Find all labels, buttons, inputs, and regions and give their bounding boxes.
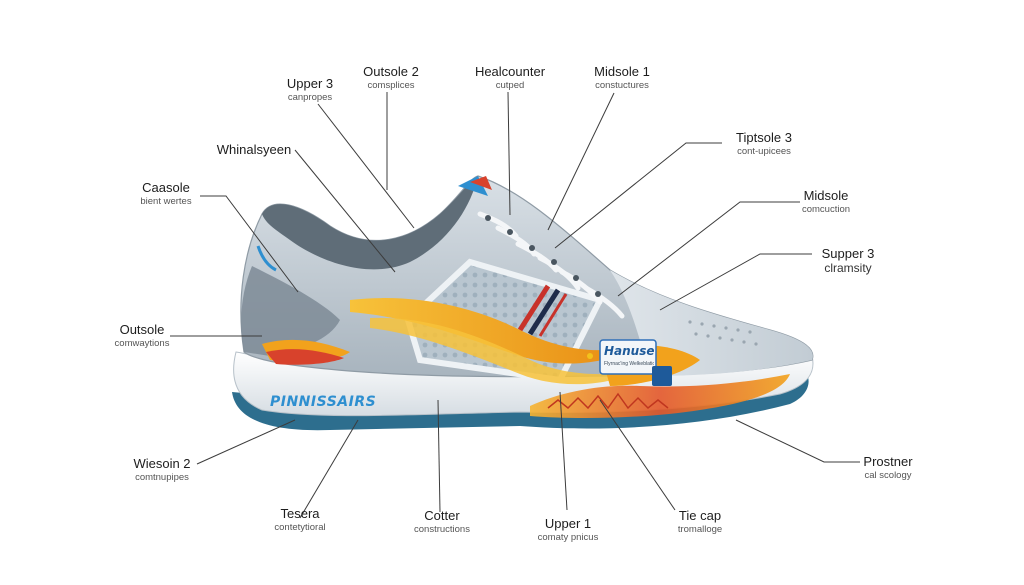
callout-tesera: Tesera contetytioral xyxy=(252,506,348,534)
leader-wiesoin-2 xyxy=(196,419,296,465)
callout-title: Tie cap xyxy=(678,508,722,523)
brand-tag-text: Hanuse xyxy=(604,344,655,358)
leader-caasole xyxy=(200,195,299,293)
callout-subtitle: cutped xyxy=(495,80,525,91)
callout-cotter: Cotter constructions xyxy=(394,508,490,536)
callout-subtitle: contetytioral xyxy=(274,522,326,533)
callout-title: Healcounter xyxy=(474,64,546,79)
leader-tiptsole-3 xyxy=(554,142,722,249)
leader-midsole xyxy=(617,201,800,297)
midsole-cushion-layer xyxy=(530,374,790,418)
callout-subtitle: canpropes xyxy=(287,92,333,103)
toe-perforations xyxy=(688,320,758,346)
callout-prostner: Prostner cal scology xyxy=(840,454,936,482)
midsole-brand-text: PINNISSAIRS xyxy=(270,394,377,410)
leader-supper-3 xyxy=(659,253,812,311)
callout-subtitle: tromalloge xyxy=(677,524,723,535)
callout-whinalsyeen: Whinalsyeen xyxy=(206,142,302,157)
callout-title: Supper 3 xyxy=(821,246,875,261)
callout-outsole: Outsole comwaytions xyxy=(94,322,190,350)
callout-title: Tesera xyxy=(280,506,320,521)
callout-subtitle: constuctures xyxy=(595,80,649,91)
leader-healcounter xyxy=(507,91,511,216)
callout-subtitle: comsplices xyxy=(367,80,415,91)
callout-supper-3: Supper 3 clramsity xyxy=(798,246,898,274)
callout-midsole: Midsole comcuction xyxy=(778,188,874,216)
leader-prostner xyxy=(735,419,860,463)
callout-tie-cap: Tie cap tromalloge xyxy=(652,508,748,536)
leader-upper-1 xyxy=(559,391,568,511)
callout-title: Whinalsyeen xyxy=(216,142,292,157)
callout-title: Outsole xyxy=(119,322,165,337)
callout-title: Midsole 1 xyxy=(594,64,650,79)
callout-subtitle: cal scology xyxy=(864,470,912,481)
callout-title: Upper 1 xyxy=(544,516,592,531)
callout-subtitle: comaty pnicus xyxy=(537,532,599,543)
callout-title: Prostner xyxy=(863,454,913,469)
collar-shape xyxy=(262,176,478,270)
callout-subtitle: constructions xyxy=(414,524,470,535)
callout-subtitle: comcuction xyxy=(801,204,851,215)
callout-upper-1: Upper 1 comaty pnicus xyxy=(520,516,616,544)
brand-tag-subtext: Flyrnac'ing Welkeblation xyxy=(604,361,654,367)
callout-subtitle: clramsity xyxy=(824,261,872,275)
callout-midsole-1: Midsole 1 constuctures xyxy=(574,64,670,92)
callout-title: Cotter xyxy=(424,508,460,523)
leader-tie-cap xyxy=(599,399,676,511)
callout-title: Outsole 2 xyxy=(363,64,419,79)
leader-whinalsyeen xyxy=(294,149,396,273)
callout-title: Midsole xyxy=(803,188,849,203)
laces xyxy=(477,211,625,319)
callout-healcounter: Healcounter cutped xyxy=(460,64,560,92)
heel-counter-shape xyxy=(241,266,340,356)
brand-tag-panel xyxy=(599,339,657,375)
orange-support-band xyxy=(350,298,640,364)
callout-title: Caasole xyxy=(142,180,190,195)
leader-upper-3-top xyxy=(317,103,415,229)
callout-outsole-2: Outsole 2 comsplices xyxy=(346,64,436,92)
callout-subtitle: comwaytions xyxy=(114,338,170,349)
leader-cotter xyxy=(437,399,441,513)
callout-title: Tiptsole 3 xyxy=(736,130,792,145)
callout-subtitle: comtnupipes xyxy=(135,472,189,483)
callout-title: Wiesoin 2 xyxy=(133,456,191,471)
leader-tesera xyxy=(299,419,359,519)
callout-title: Upper 3 xyxy=(286,76,334,91)
leader-midsole-1 xyxy=(547,92,615,231)
callout-subtitle: bient wertes xyxy=(140,196,192,207)
callout-subtitle: cont-upicees xyxy=(737,146,791,157)
callout-caasole: Caasole bient wertes xyxy=(118,180,214,208)
callout-wiesoin-2: Wiesoin 2 comtnupipes xyxy=(114,456,210,484)
callout-tiptsole-3: Tiptsole 3 cont-upicees xyxy=(716,130,812,158)
callout-upper-3-top: Upper 3 canpropes xyxy=(262,76,358,104)
